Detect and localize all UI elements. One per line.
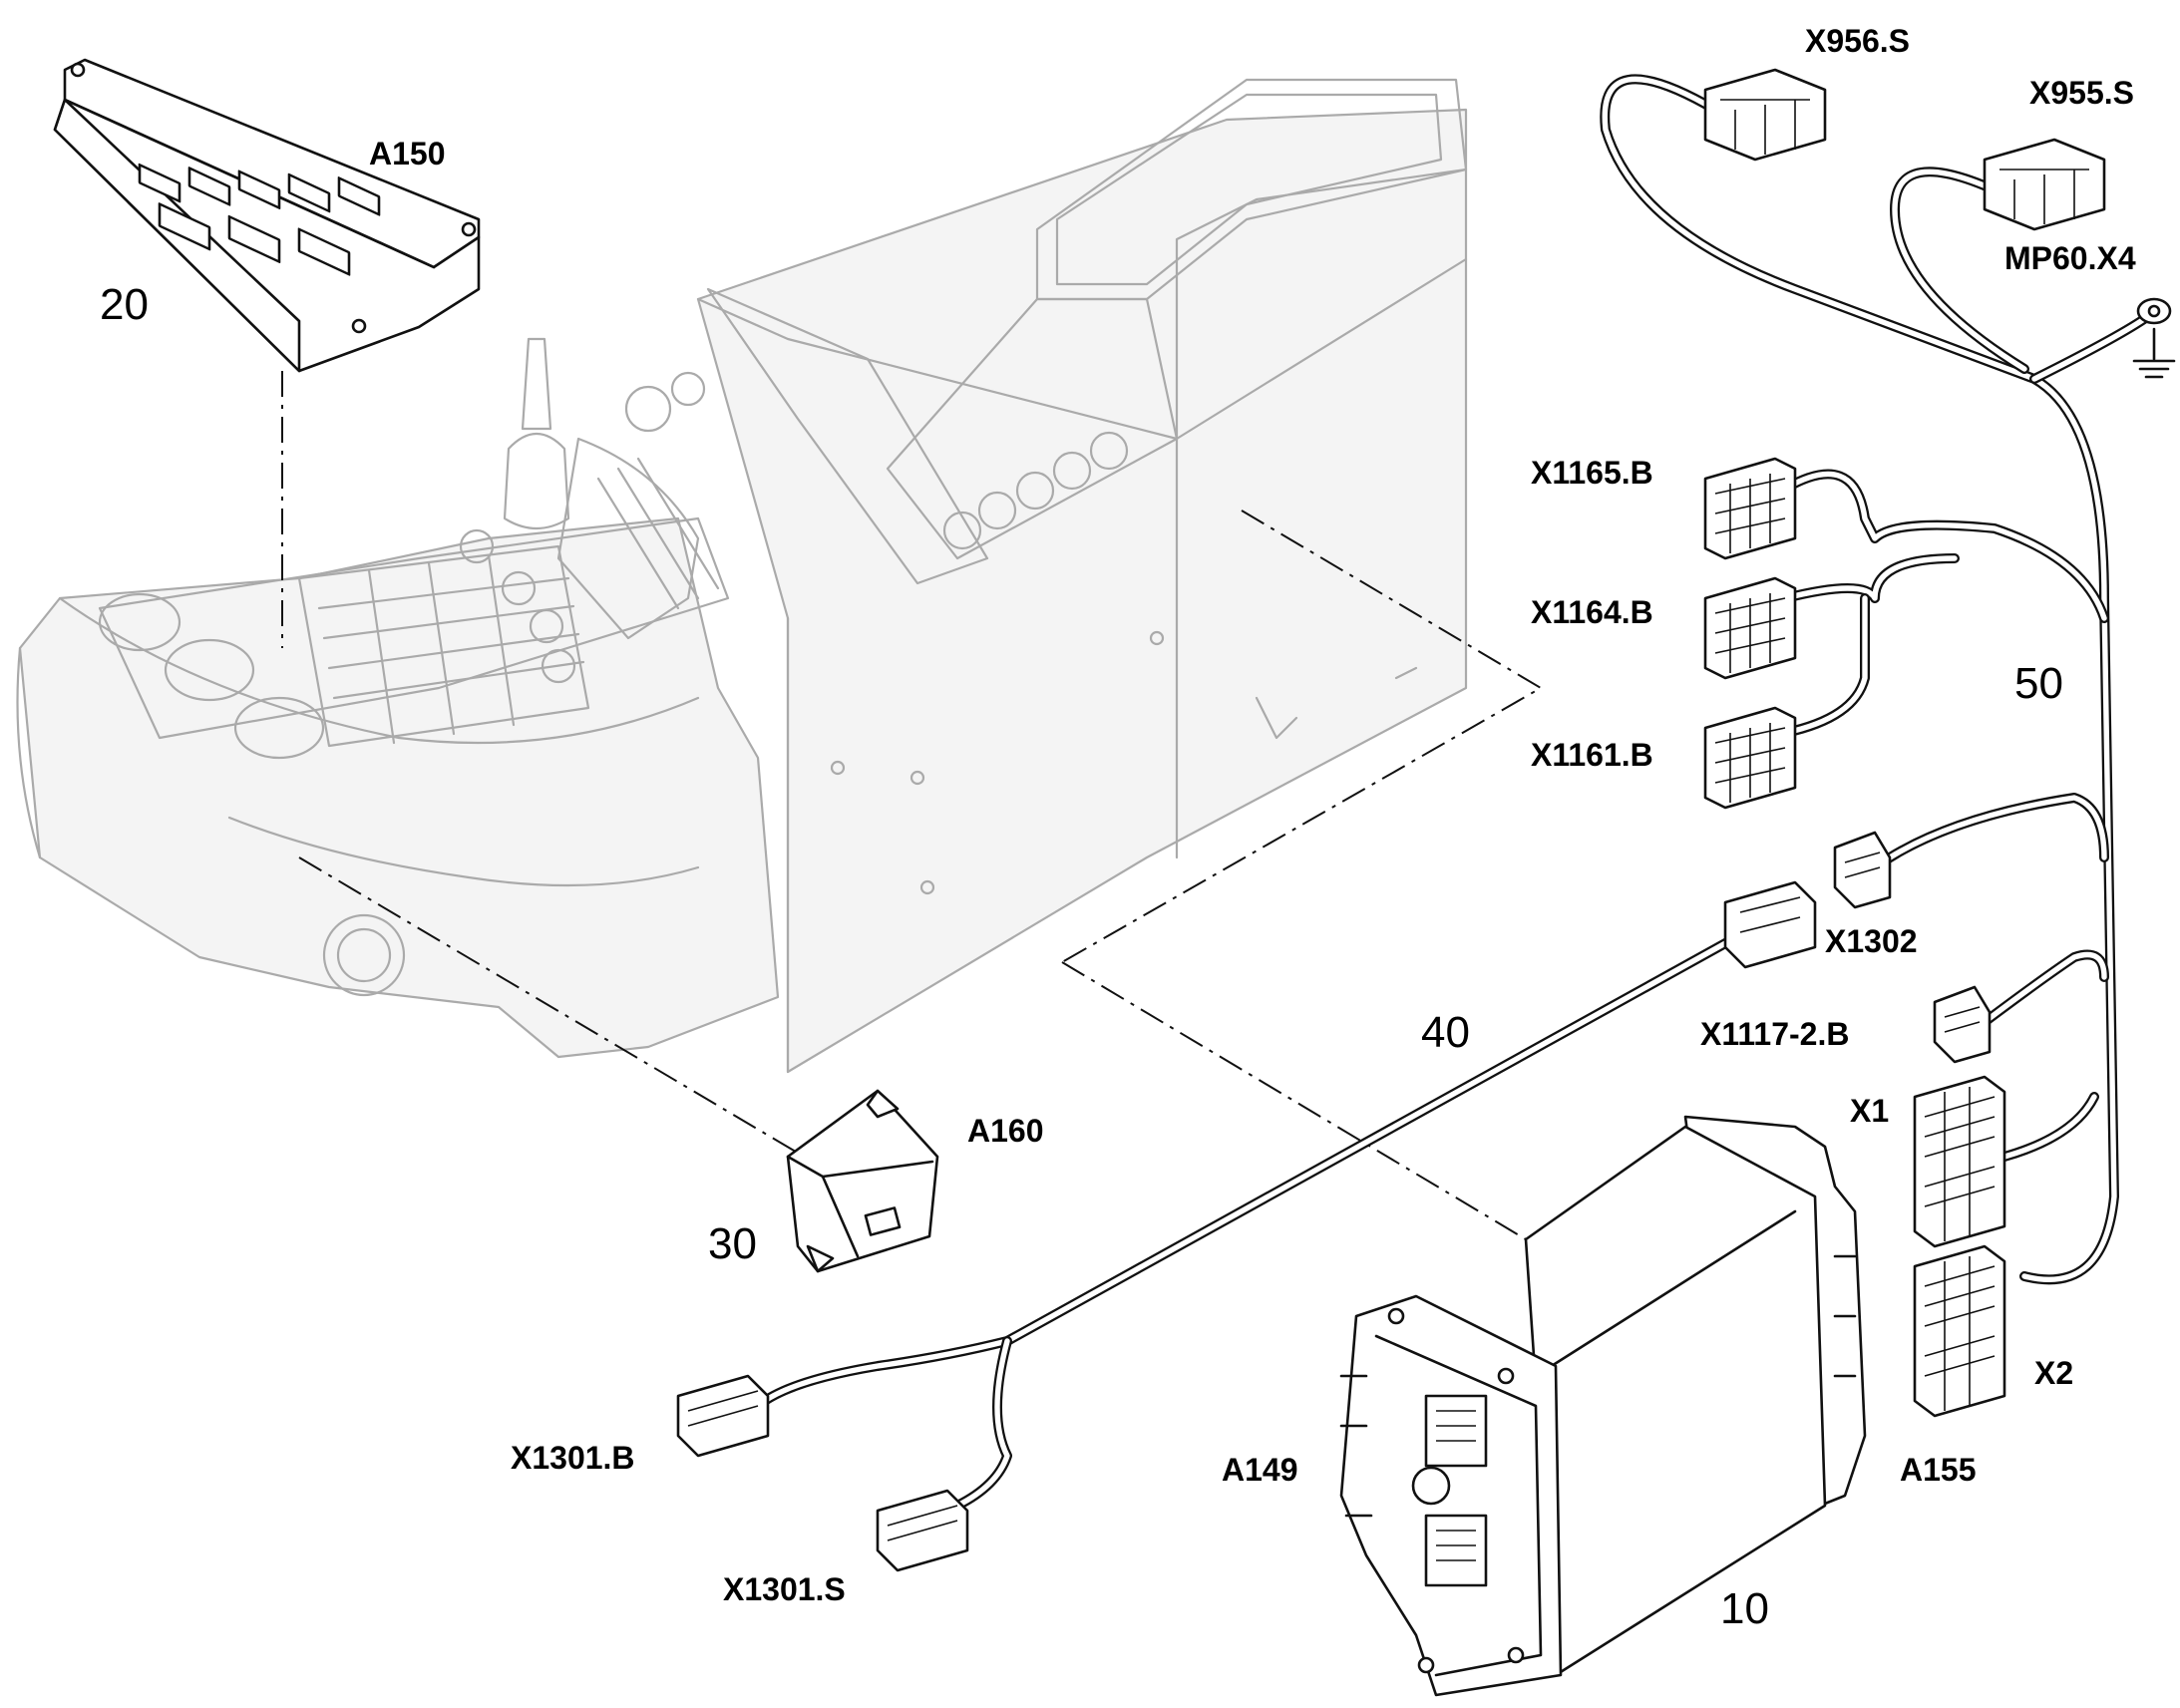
front-connector-sockets xyxy=(1424,1394,1488,1587)
position-40: 40 xyxy=(1421,1008,1470,1057)
label-x956s: X956.S xyxy=(1805,23,1910,59)
ground-terminal-mp60x4[interactable] xyxy=(2132,297,2176,379)
label-mp60x4: MP60.X4 xyxy=(2004,240,2136,276)
a149-a155-control-unit[interactable] xyxy=(1339,1115,1867,1697)
armrest-switch-grid xyxy=(297,528,590,748)
connector-x956s[interactable] xyxy=(1703,68,1827,162)
connector-x1301s[interactable] xyxy=(876,1489,969,1572)
label-x1302: X1302 xyxy=(1825,923,1918,959)
joystick xyxy=(503,337,720,640)
component-labels: A150 A160 A149 A155 X956.S X955.S MP60.X… xyxy=(369,23,2136,1607)
label-a150: A150 xyxy=(369,136,446,171)
a160-module[interactable] xyxy=(786,1089,939,1273)
side-knobs xyxy=(942,431,1129,550)
position-10: 10 xyxy=(1720,1584,1769,1633)
label-x1301s: X1301.S xyxy=(723,1571,846,1607)
label-x1117-2b: X1117-2.B xyxy=(1700,1016,1849,1052)
connector-x1117-2b[interactable] xyxy=(1933,985,1992,1064)
connector-inline-40[interactable] xyxy=(1723,880,1817,969)
connector-x1164b[interactable] xyxy=(1703,576,1797,680)
a150-switch-panel[interactable] xyxy=(53,58,481,373)
connector-x1161b[interactable] xyxy=(1703,706,1797,810)
connector-x2[interactable] xyxy=(1913,1244,2006,1418)
connector-x1165b[interactable] xyxy=(1703,457,1797,560)
position-30: 30 xyxy=(708,1219,757,1268)
label-x1161b: X1161.B xyxy=(1531,737,1653,773)
harness-50 xyxy=(753,74,2149,1511)
label-x1301b: X1301.B xyxy=(511,1440,635,1476)
leader-lines xyxy=(281,371,1543,1240)
connector-x955s[interactable] xyxy=(1983,138,2106,231)
connector-x1301b[interactable] xyxy=(676,1374,770,1458)
label-x2: X2 xyxy=(2034,1355,2073,1391)
label-x1165b: X1165.B xyxy=(1531,455,1653,491)
label-a160: A160 xyxy=(967,1113,1044,1149)
ground-icon xyxy=(2132,327,2176,379)
position-numbers: 10 20 30 40 50 xyxy=(100,280,2063,1633)
label-x1: X1 xyxy=(1850,1093,1889,1129)
position-50: 50 xyxy=(2014,659,2063,708)
connector-x1302[interactable] xyxy=(1833,831,1892,909)
connector-x1[interactable] xyxy=(1913,1075,2006,1248)
label-x955s: X955.S xyxy=(2029,75,2134,111)
label-a155: A155 xyxy=(1900,1452,1977,1488)
operator-console-outline xyxy=(16,78,1468,1074)
label-a149: A149 xyxy=(1222,1452,1298,1488)
label-x1164b: X1164.B xyxy=(1531,594,1653,630)
a150-switch-cutouts xyxy=(138,163,381,276)
position-20: 20 xyxy=(100,280,149,329)
